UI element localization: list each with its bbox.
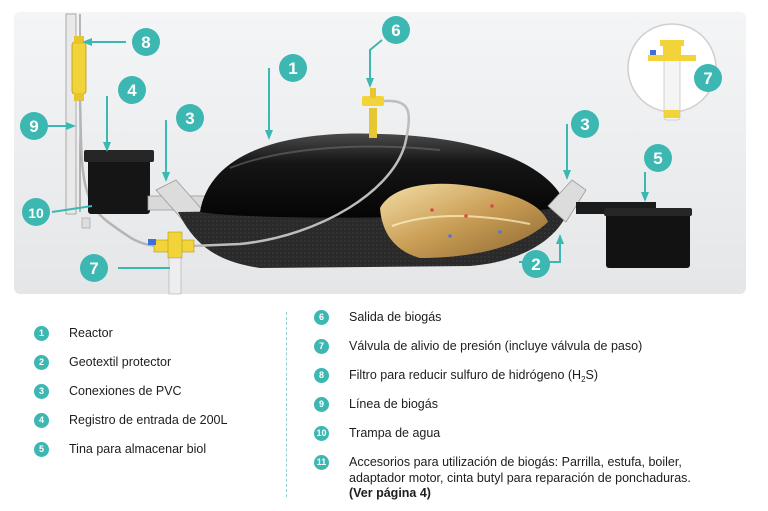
number-badge: 10 [314,426,329,441]
biodigester-diagram: 1 2 3 3 4 5 6 7 7 8 9 10 [14,12,746,295]
number-badge: 11 [314,455,329,470]
callout-7: 7 [80,254,108,282]
svg-text:6: 6 [391,21,400,40]
callout-9: 9 [20,112,48,140]
number-badge: 2 [34,355,49,370]
svg-text:5: 5 [653,149,662,168]
svg-text:1: 1 [288,59,297,78]
callout-5: 5 [644,144,672,172]
callout-2: 2 [522,250,550,278]
callout-8: 8 [132,28,160,56]
number-badge: 1 [34,326,49,341]
callout-10: 10 [22,198,50,226]
inlet-tank [84,150,154,214]
svg-text:4: 4 [127,81,137,100]
svg-text:10: 10 [28,205,44,221]
number-badge: 8 [314,368,329,383]
pressure-valve [148,231,195,295]
callout-6: 6 [382,16,410,44]
callout-1: 1 [279,54,307,82]
svg-text:3: 3 [185,109,194,128]
callout-4: 4 [118,76,146,104]
reactor-cutaway [380,183,548,258]
valve-inset [627,23,717,121]
h2s-filter [71,36,87,101]
callout-7: 7 [694,64,722,92]
biogas-hose [191,99,410,248]
svg-text:7: 7 [703,69,712,88]
callout-3: 3 [176,104,204,132]
callout-bubbles: 1 2 3 3 4 5 6 7 7 8 9 10 [20,16,722,282]
callout-3: 3 [571,110,599,138]
svg-text:9: 9 [29,117,38,136]
legend-divider [286,312,287,497]
number-badge: 3 [34,384,49,399]
biol-tank [604,208,692,268]
number-badge: 6 [314,310,329,325]
gas-line-hose [78,99,161,248]
svg-text:8: 8 [141,33,150,52]
biogas-outlet [362,88,384,138]
number-badge: 4 [34,413,49,428]
svg-text:7: 7 [89,259,98,278]
svg-text:3: 3 [580,115,589,134]
number-badge: 5 [34,442,49,457]
number-badge: 9 [314,397,329,412]
svg-text:2: 2 [531,255,540,274]
number-badge: 7 [314,339,329,354]
